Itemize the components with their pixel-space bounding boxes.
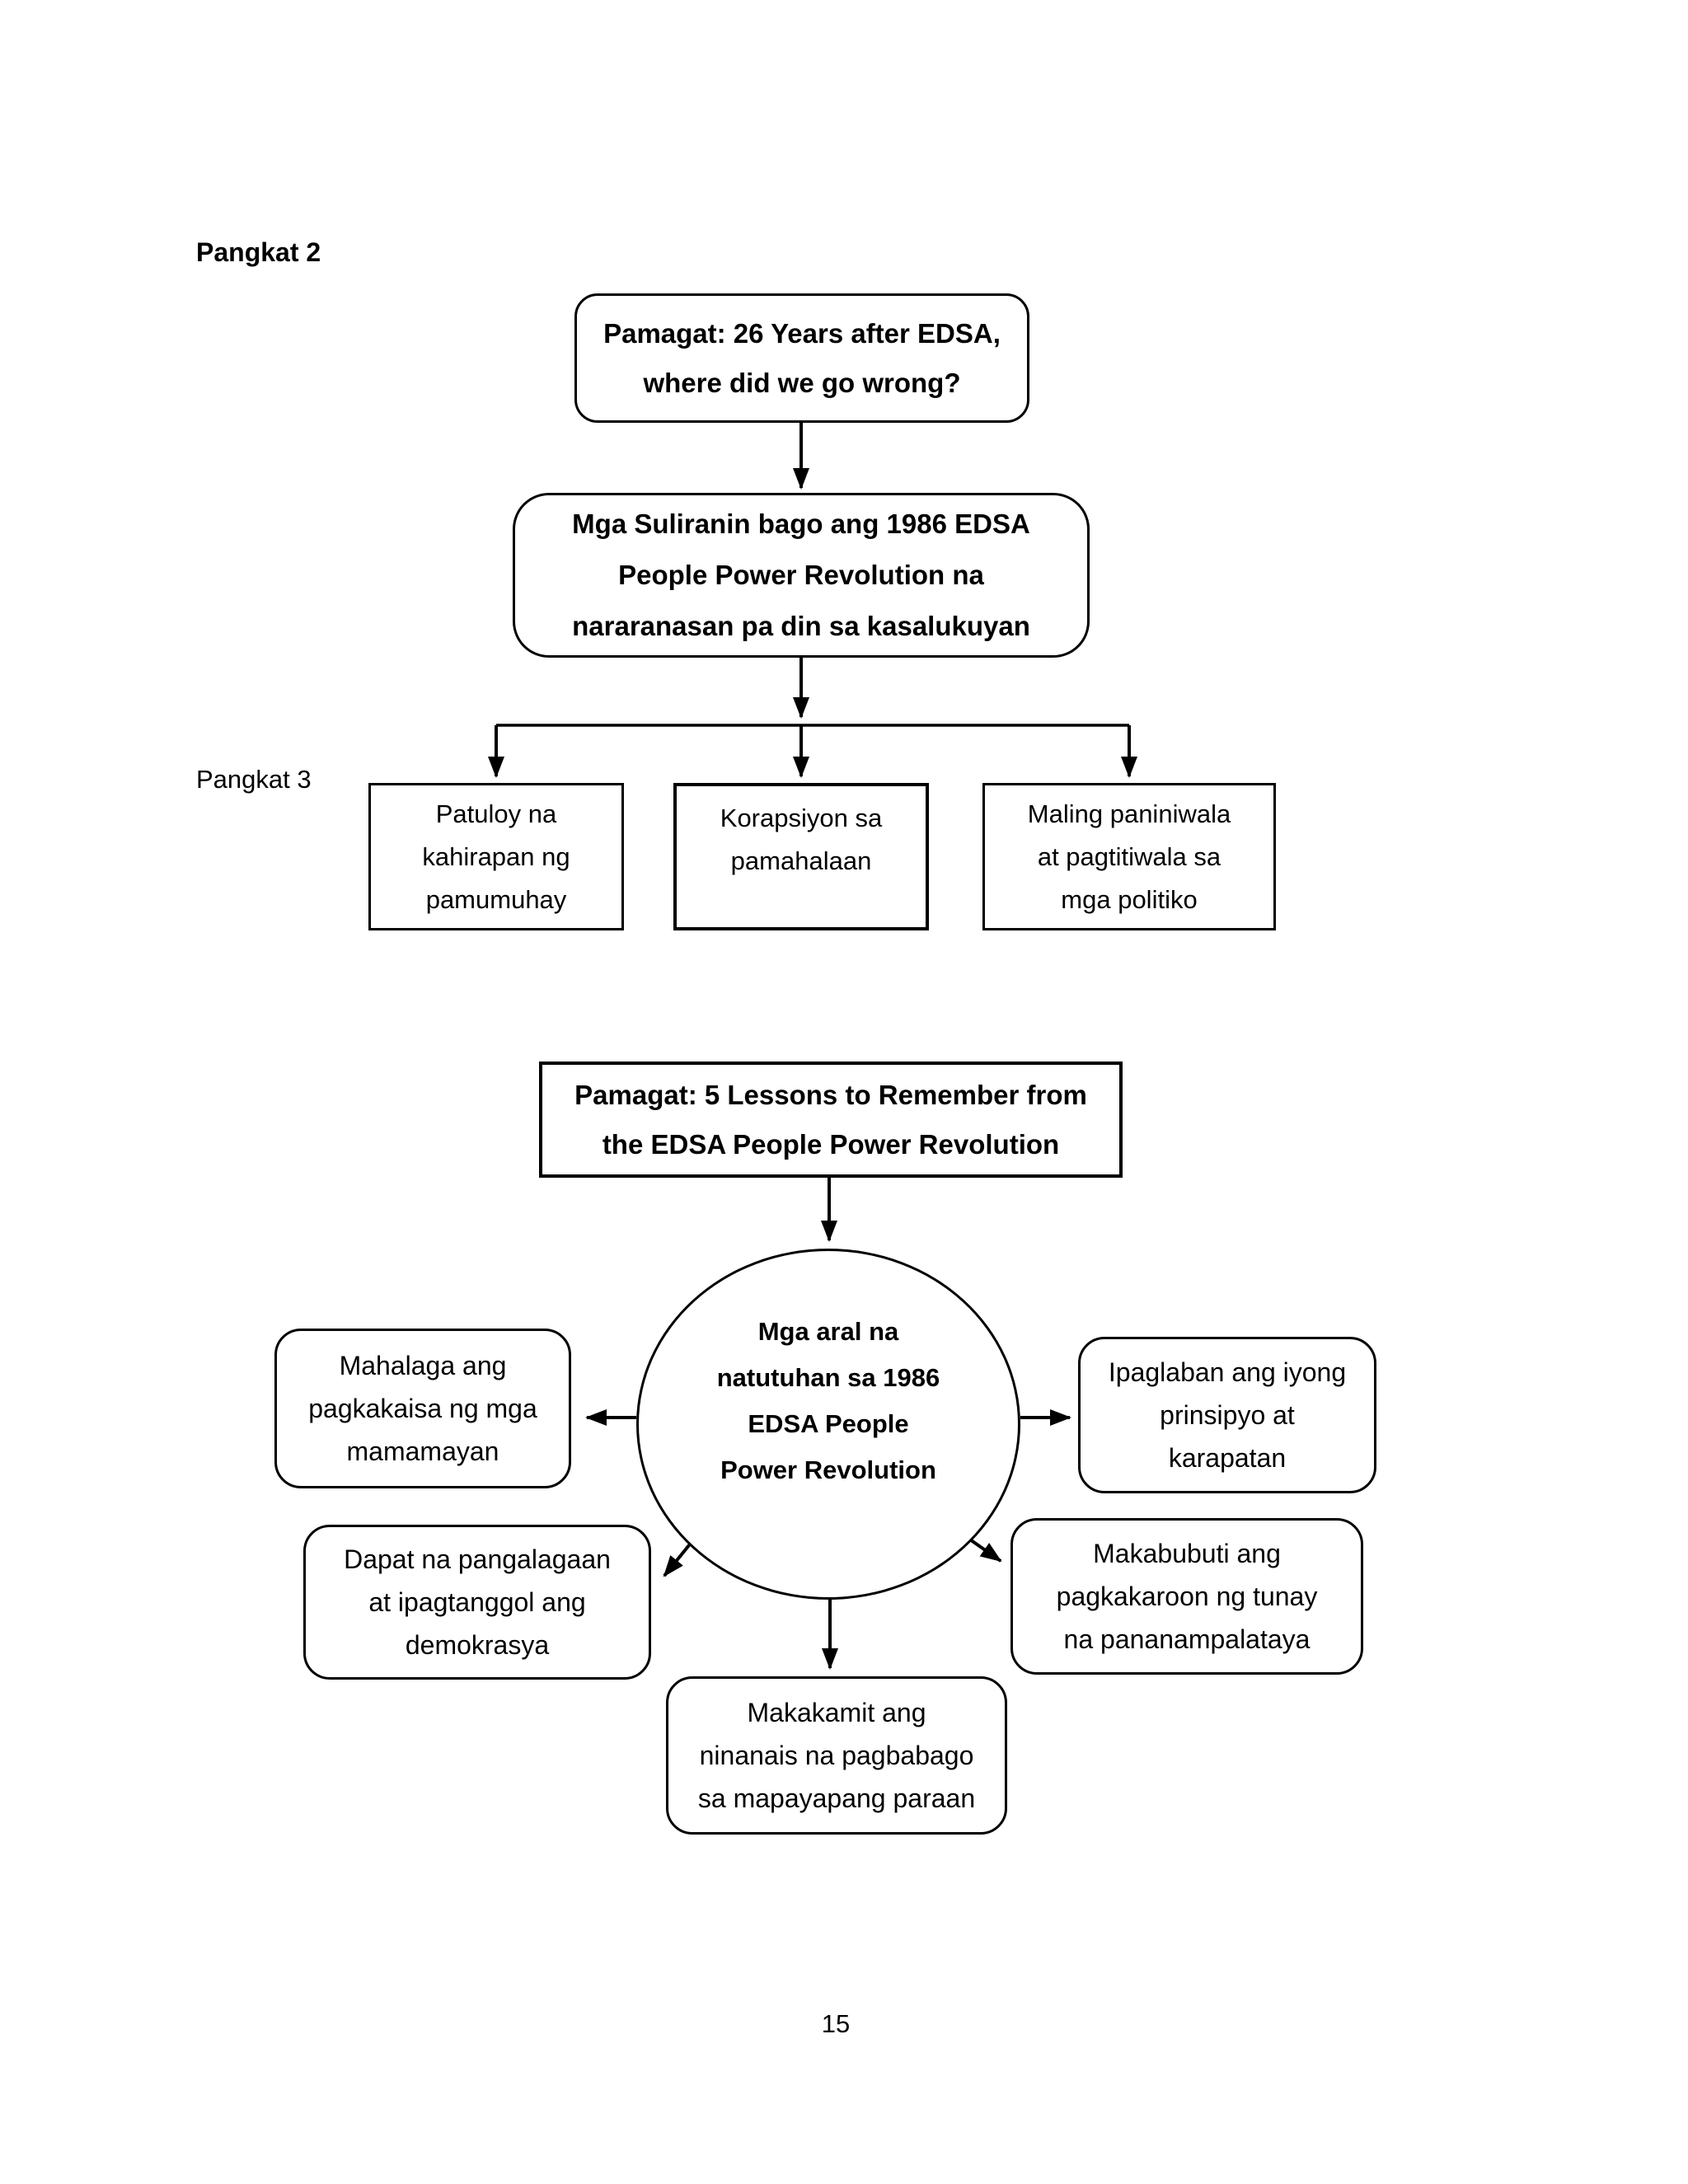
cause-text-2: Korapsiyon sa pamahalaan: [720, 804, 883, 875]
diagram1-root-box: Mga Suliranin bago ang 1986 EDSA People …: [513, 493, 1090, 658]
lesson-box-bottom-right: Makabubuti ang pagkakaroon ng tunay na p…: [1010, 1518, 1363, 1675]
group-label-pangkat-2: Pangkat 2: [196, 237, 321, 267]
cause-box-1: Patuloy na kahirapan ng pamumuhay: [368, 783, 624, 930]
cause-text-3: Maling paniniwala at pagtitiwala sa mga …: [1027, 799, 1231, 914]
diagram1-title-text: Pamagat: 26 Years after EDSA, where did …: [603, 317, 1001, 398]
cause-text-1: Patuloy na kahirapan ng pamumuhay: [422, 799, 570, 914]
diagram2-title-box: Pamagat: 5 Lessons to Remember from the …: [539, 1062, 1123, 1178]
lesson-box-bottom-center: Makakamit ang ninanais na pagbabago sa m…: [666, 1676, 1007, 1835]
group-label-pangkat-3: Pangkat 3: [196, 765, 312, 794]
cause-box-3: Maling paniniwala at pagtitiwala sa mga …: [982, 783, 1276, 930]
lesson-box-right: Ipaglaban ang iyong prinsipyo at karapat…: [1078, 1337, 1376, 1493]
lesson-text-left: Mahalaga ang pagkakaisa ng mga mamamayan: [308, 1351, 537, 1466]
diagram1-title-box: Pamagat: 26 Years after EDSA, where did …: [574, 293, 1029, 423]
lesson-text-bottom-left: Dapat na pangalagaan at ipagtanggol ang …: [344, 1544, 611, 1660]
lesson-text-bottom-center: Makakamit ang ninanais na pagbabago sa m…: [697, 1698, 976, 1813]
lessons-center-text: Mga aral na natutuhan sa 1986 EDSA Peopl…: [716, 1317, 940, 1484]
lesson-text-right: Ipaglaban ang iyong prinsipyo at karapat…: [1108, 1357, 1347, 1473]
cause-box-2: Korapsiyon sa pamahalaan: [673, 783, 929, 930]
lesson-box-left: Mahalaga ang pagkakaisa ng mga mamamayan: [274, 1329, 571, 1488]
lesson-box-bottom-left: Dapat na pangalagaan at ipagtanggol ang …: [303, 1525, 651, 1680]
arrow-circle-to-lesson-bottom-right: [966, 1536, 1002, 1563]
lessons-center-circle: Mga aral na natutuhan sa 1986 EDSA Peopl…: [636, 1249, 1020, 1600]
lesson-text-bottom-right: Makabubuti ang pagkakaroon ng tunay na p…: [1056, 1539, 1318, 1654]
diagram2-title-text: Pamagat: 5 Lessons to Remember from the …: [574, 1079, 1087, 1160]
page-number: 15: [821, 2009, 851, 2038]
diagram1-root-text: Mga Suliranin bago ang 1986 EDSA People …: [572, 509, 1030, 641]
arrow-circle-to-lesson-bottom-left: [663, 1540, 694, 1577]
